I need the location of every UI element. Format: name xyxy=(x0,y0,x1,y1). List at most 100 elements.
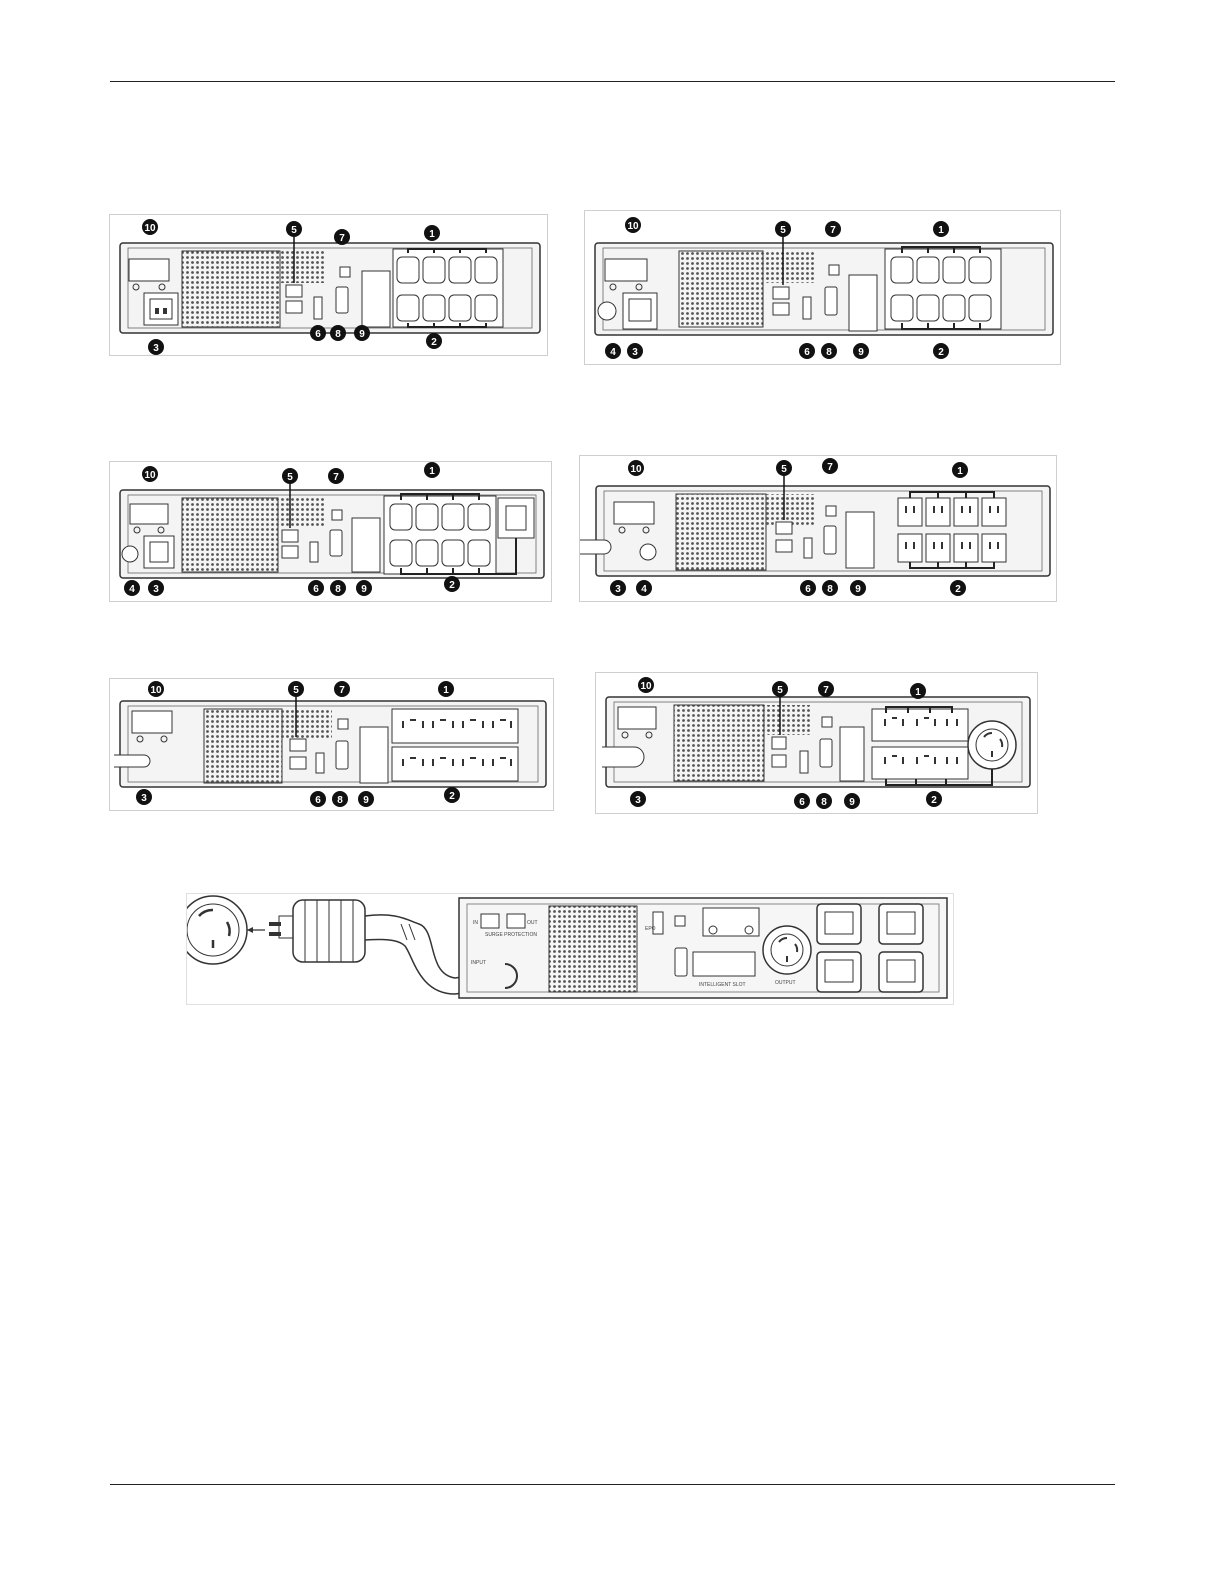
communication-card-slot xyxy=(129,259,169,281)
svg-text:5: 5 xyxy=(780,225,786,236)
network-port-in xyxy=(481,914,499,928)
svg-text:6: 6 xyxy=(799,797,805,808)
callout-1: 1 xyxy=(910,683,926,699)
usb-port xyxy=(338,719,348,729)
callout-3: 3 xyxy=(148,580,164,596)
callout-7: 7 xyxy=(334,681,350,697)
callout-6: 6 xyxy=(310,791,326,807)
circuit-breaker xyxy=(122,546,138,562)
callout-7: 7 xyxy=(328,468,344,484)
callout-5: 5 xyxy=(775,221,791,237)
callout-5: 5 xyxy=(286,221,302,237)
svg-text:9: 9 xyxy=(855,584,861,595)
outlets-nema-5-20-top xyxy=(392,709,518,743)
fan-grille xyxy=(676,494,766,570)
svg-text:9: 9 xyxy=(363,795,369,806)
callout-5: 5 xyxy=(282,468,298,484)
callout-2: 2 xyxy=(444,576,460,592)
ac-power-cord xyxy=(114,755,150,767)
svg-text:8: 8 xyxy=(337,795,343,806)
svg-text:3: 3 xyxy=(141,793,147,804)
intelligent-slot xyxy=(360,727,388,783)
callout-4: 4 xyxy=(124,580,140,596)
svg-text:8: 8 xyxy=(826,347,832,358)
callout-8: 8 xyxy=(330,325,346,341)
svg-text:7: 7 xyxy=(830,225,836,236)
network-surge-port-out xyxy=(772,755,786,767)
svg-text:7: 7 xyxy=(333,472,339,483)
fan-grille xyxy=(674,705,764,781)
network-surge-port-in xyxy=(282,530,298,542)
callout-1: 1 xyxy=(933,221,949,237)
usb-port xyxy=(822,717,832,727)
svg-text:5: 5 xyxy=(781,464,787,475)
svg-text:EPO: EPO xyxy=(645,926,656,932)
svg-text:10: 10 xyxy=(630,464,642,475)
ac-power-cord xyxy=(580,540,611,554)
epo-port xyxy=(314,297,322,319)
callout-4: 4 xyxy=(636,580,652,596)
svg-text:IN: IN xyxy=(473,920,478,926)
ac-power-cord xyxy=(602,747,644,767)
circuit-breaker xyxy=(640,544,656,560)
svg-text:1: 1 xyxy=(443,685,449,696)
network-surge-port-out xyxy=(282,546,298,558)
callout-3: 3 xyxy=(148,339,164,355)
callout-5: 5 xyxy=(288,681,304,697)
callout-5: 5 xyxy=(776,460,792,476)
callout-8: 8 xyxy=(822,580,838,596)
callout-6: 6 xyxy=(308,580,324,596)
svg-text:3: 3 xyxy=(635,795,641,806)
communication-card-slot xyxy=(618,707,656,729)
fan-grille xyxy=(204,709,282,783)
callout-3: 3 xyxy=(627,343,643,359)
footer-rule xyxy=(110,1484,1115,1485)
twist-lock-plug xyxy=(269,900,365,962)
callout-7: 7 xyxy=(825,221,841,237)
communication-card-slot xyxy=(703,908,759,936)
network-port-out xyxy=(507,914,525,928)
callout-9: 9 xyxy=(850,580,866,596)
usb-port xyxy=(340,267,350,277)
svg-text:8: 8 xyxy=(335,329,341,340)
callout-9: 9 xyxy=(354,325,370,341)
svg-text:1: 1 xyxy=(429,466,435,477)
svg-text:2: 2 xyxy=(931,795,937,806)
svg-text:2: 2 xyxy=(449,580,455,591)
network-surge-port-out xyxy=(776,540,792,552)
svg-text:1: 1 xyxy=(957,466,963,477)
communication-card-slot xyxy=(614,502,654,524)
svg-text:5: 5 xyxy=(287,472,293,483)
twist-lock-receptacle xyxy=(187,896,247,964)
callout-7: 7 xyxy=(822,458,838,474)
callout-10: 10 xyxy=(638,677,654,693)
communication-card-slot xyxy=(130,504,168,524)
twist-lock-output xyxy=(763,926,811,974)
callout-3: 3 xyxy=(610,580,626,596)
network-surge-port-in xyxy=(776,522,792,534)
outlet-c19 xyxy=(498,498,534,538)
outlets-nema-5-20-bottom xyxy=(392,747,518,781)
svg-text:10: 10 xyxy=(150,685,162,696)
callout-1: 1 xyxy=(424,462,440,478)
callout-2: 2 xyxy=(426,333,442,349)
svg-text:INPUT: INPUT xyxy=(471,960,486,966)
callout-9: 9 xyxy=(853,343,869,359)
epo-port xyxy=(804,538,812,558)
intelligent-slot xyxy=(840,727,864,781)
fan-grille xyxy=(182,498,278,572)
svg-text:OUTPUT: OUTPUT xyxy=(775,980,796,986)
rs232-port xyxy=(330,530,342,556)
rear-panel-diagram-b: 10 5 7 1 4 3 6 8 9 2 xyxy=(584,210,1061,365)
callout-9: 9 xyxy=(356,580,372,596)
intelligent-slot xyxy=(846,512,874,568)
circuit-breaker xyxy=(598,302,616,320)
rear-panel-diagram-e: 10 5 7 1 3 6 8 9 2 xyxy=(109,678,554,811)
callout-10: 10 xyxy=(628,460,644,476)
usb-port xyxy=(675,916,685,926)
svg-text:7: 7 xyxy=(339,685,345,696)
svg-text:6: 6 xyxy=(805,584,811,595)
svg-text:8: 8 xyxy=(821,797,827,808)
callout-10: 10 xyxy=(148,681,164,697)
callout-7: 7 xyxy=(334,229,350,245)
